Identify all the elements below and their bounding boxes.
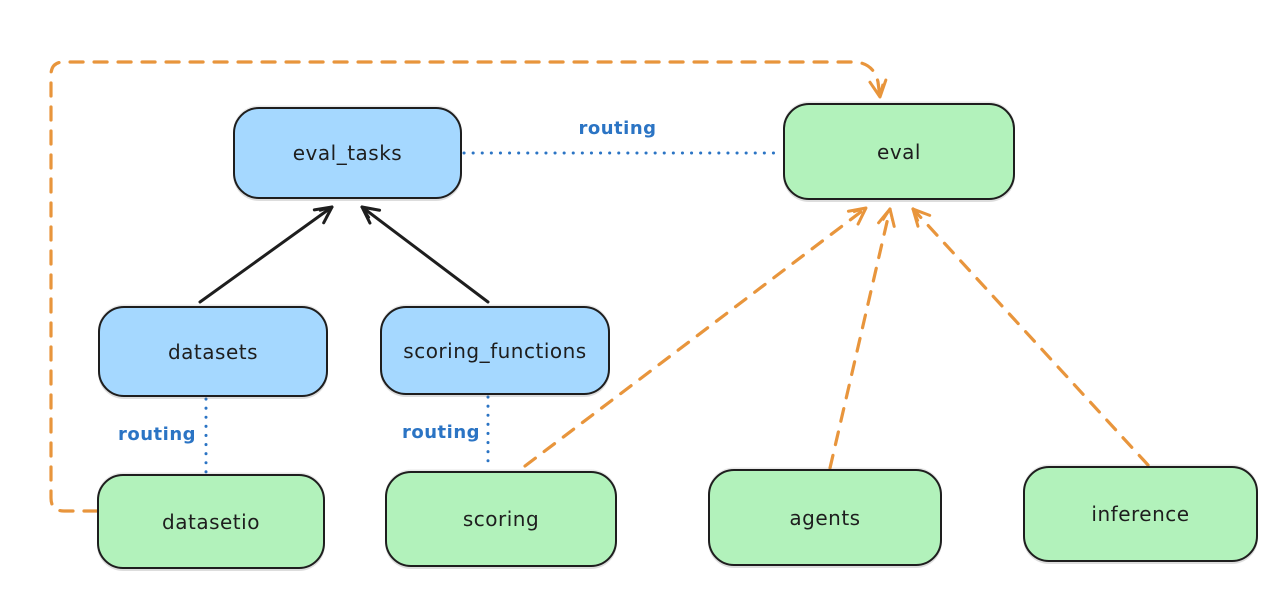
- edge-agents-to-eval: [828, 207, 896, 470]
- node-agents: agents: [708, 469, 942, 566]
- edge-label-routing-top: routing: [578, 118, 657, 139]
- edge-scoring-functions-to-eval-tasks: [360, 205, 490, 304]
- edge-datasetio-to-eval: [49, 60, 888, 513]
- edge-label-routing-left: routing: [117, 424, 197, 445]
- edge-label-routing-middle: routing: [401, 422, 481, 443]
- node-inference: inference: [1023, 466, 1258, 562]
- node-scoring-functions: scoring_functions: [380, 306, 610, 395]
- node-datasets: datasets: [98, 306, 328, 397]
- edge-datasets-to-eval-tasks: [198, 205, 334, 304]
- edge-inference-to-eval: [911, 207, 1150, 467]
- edge-scoring-to-eval: [523, 206, 868, 468]
- node-eval-tasks: eval_tasks: [233, 107, 462, 199]
- node-datasetio: datasetio: [97, 474, 325, 569]
- node-eval: eval: [783, 103, 1015, 200]
- node-scoring: scoring: [385, 471, 617, 567]
